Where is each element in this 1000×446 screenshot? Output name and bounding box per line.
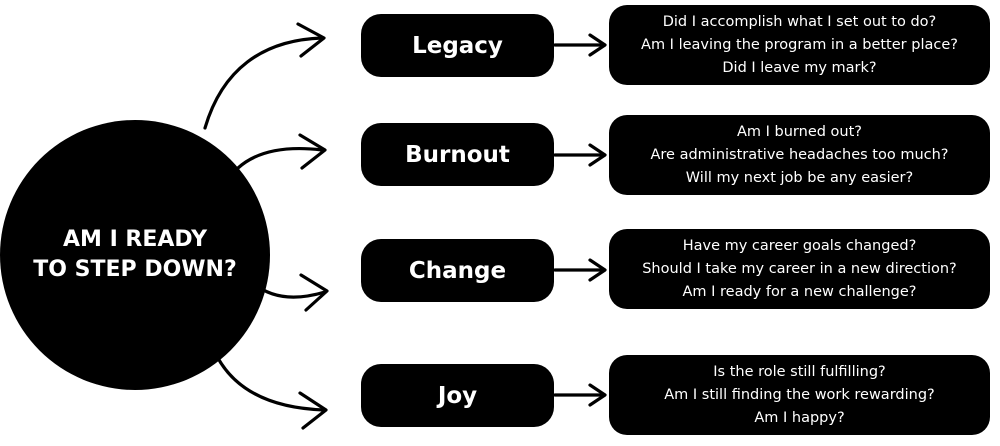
question-line: Have my career goals changed? <box>682 237 917 254</box>
question-line: Am I ready for a new challenge? <box>682 283 917 300</box>
arrow-burnout-questions-head <box>588 143 607 167</box>
question-line: Am I happy? <box>754 409 845 426</box>
question-line: Will my next job be any easier? <box>685 169 914 186</box>
questions-burnout: Am I burned out? Are administrative head… <box>609 115 990 195</box>
question-line: Should I take my career in a new directi… <box>642 260 957 277</box>
topic-legacy: Legacy <box>361 14 554 77</box>
topic-burnout: Burnout <box>361 123 554 186</box>
topic-label: Legacy <box>412 32 503 59</box>
question-line: Am I leaving the program in a better pla… <box>641 36 958 53</box>
question-line: Did I leave my mark? <box>722 59 877 76</box>
topic-label: Burnout <box>405 141 510 168</box>
questions-change: Have my career goals changed? Should I t… <box>609 229 990 309</box>
arrow-joy-questions-head <box>588 383 607 407</box>
topic-change: Change <box>361 239 554 302</box>
arrow-to-legacy <box>203 36 324 130</box>
topic-label: Change <box>408 257 507 284</box>
questions-joy: Is the role still fulfilling? Am I still… <box>609 355 990 435</box>
arrow-change-questions-head <box>588 258 607 282</box>
question-line: Did I accomplish what I set out to do? <box>662 13 937 30</box>
arrow-to-legacy-head <box>296 22 326 58</box>
arrow-to-burnout-head <box>298 133 327 170</box>
arrow-to-burnout <box>236 147 324 170</box>
question-line: Are administrative headaches too much? <box>650 146 949 163</box>
question-line: Am I burned out? <box>736 123 862 140</box>
topic-label: Joy <box>437 382 478 409</box>
topic-joy: Joy <box>361 364 554 427</box>
central-question-text: AM I READY TO STEP DOWN? <box>33 227 237 282</box>
question-line: Is the role still fulfilling? <box>713 363 886 380</box>
arrow-to-joy-head <box>298 391 328 430</box>
central-question-circle: AM I READY TO STEP DOWN? <box>0 120 270 390</box>
questions-legacy: Did I accomplish what I set out to do? A… <box>609 5 990 85</box>
arrow-legacy-questions-head <box>588 33 607 57</box>
arrow-to-change-head <box>299 273 329 312</box>
question-line: Am I still finding the work rewarding? <box>664 386 935 403</box>
